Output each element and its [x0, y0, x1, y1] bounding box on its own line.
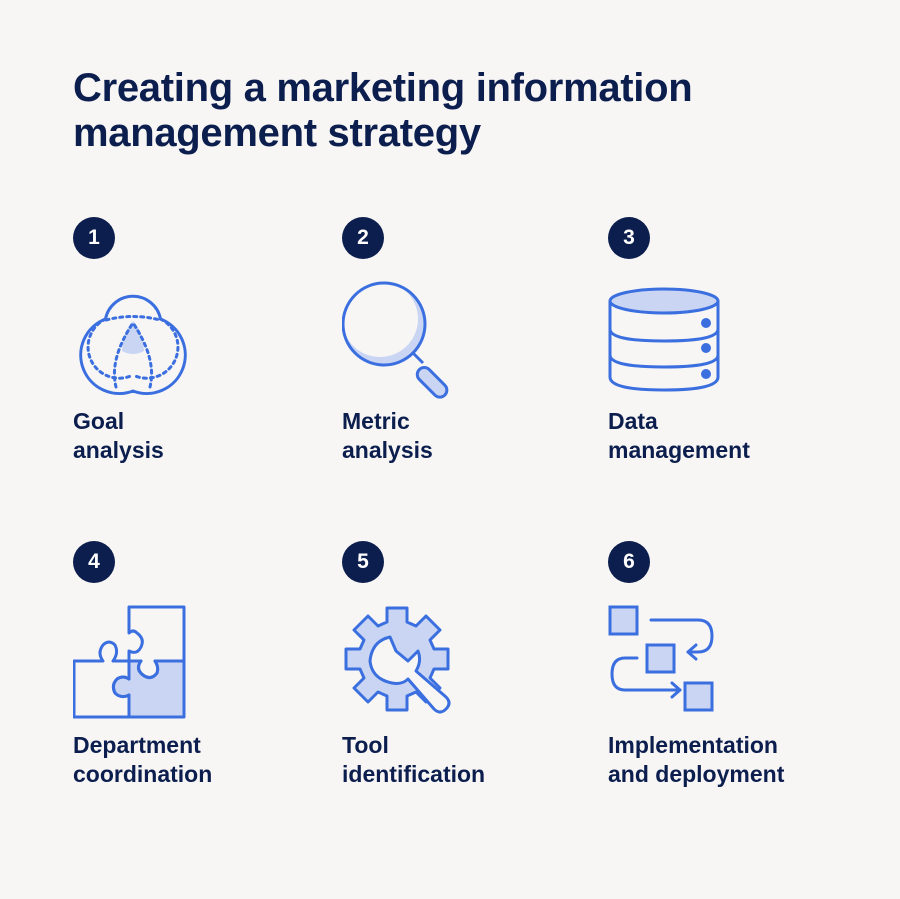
- step-number-badge: 4: [73, 541, 115, 583]
- step-number-badge: 3: [608, 217, 650, 259]
- step-label: Implementation and deployment: [608, 732, 785, 787]
- step-tool-identification: 5 Tool identification: [342, 541, 582, 821]
- step-number-badge: 5: [342, 541, 384, 583]
- magnifying-glass-icon: [342, 281, 449, 399]
- step-number-badge: 2: [342, 217, 384, 259]
- database-icon: [608, 287, 720, 392]
- gear-wrench-icon: [344, 606, 451, 714]
- step-label: Goal analysis: [73, 408, 164, 463]
- step-label: Tool identification: [342, 732, 486, 787]
- step-implementation-deployment: 6 Implementation and deployment: [608, 541, 848, 821]
- venn-diagram-icon: [79, 294, 187, 396]
- step-label: Metric analysis: [342, 408, 433, 463]
- step-number-badge: 1: [73, 217, 115, 259]
- page-title: Creating a marketing information managem…: [73, 66, 833, 156]
- workflow-icon: [608, 605, 714, 712]
- title-line-2: management strategy: [73, 111, 481, 155]
- step-label: Department coordination: [73, 732, 213, 787]
- step-metric-analysis: 2 Metric analysis: [342, 217, 582, 497]
- step-number-badge: 6: [608, 541, 650, 583]
- step-label: Data management: [608, 408, 750, 463]
- step-department-coordination: 4 Department coordination: [73, 541, 313, 821]
- title-line-1: Creating a marketing information: [73, 66, 693, 110]
- step-goal-analysis: 1 Goal analysis: [73, 217, 313, 497]
- puzzle-icon: [73, 605, 186, 719]
- step-data-management: 3 Data management: [608, 217, 848, 497]
